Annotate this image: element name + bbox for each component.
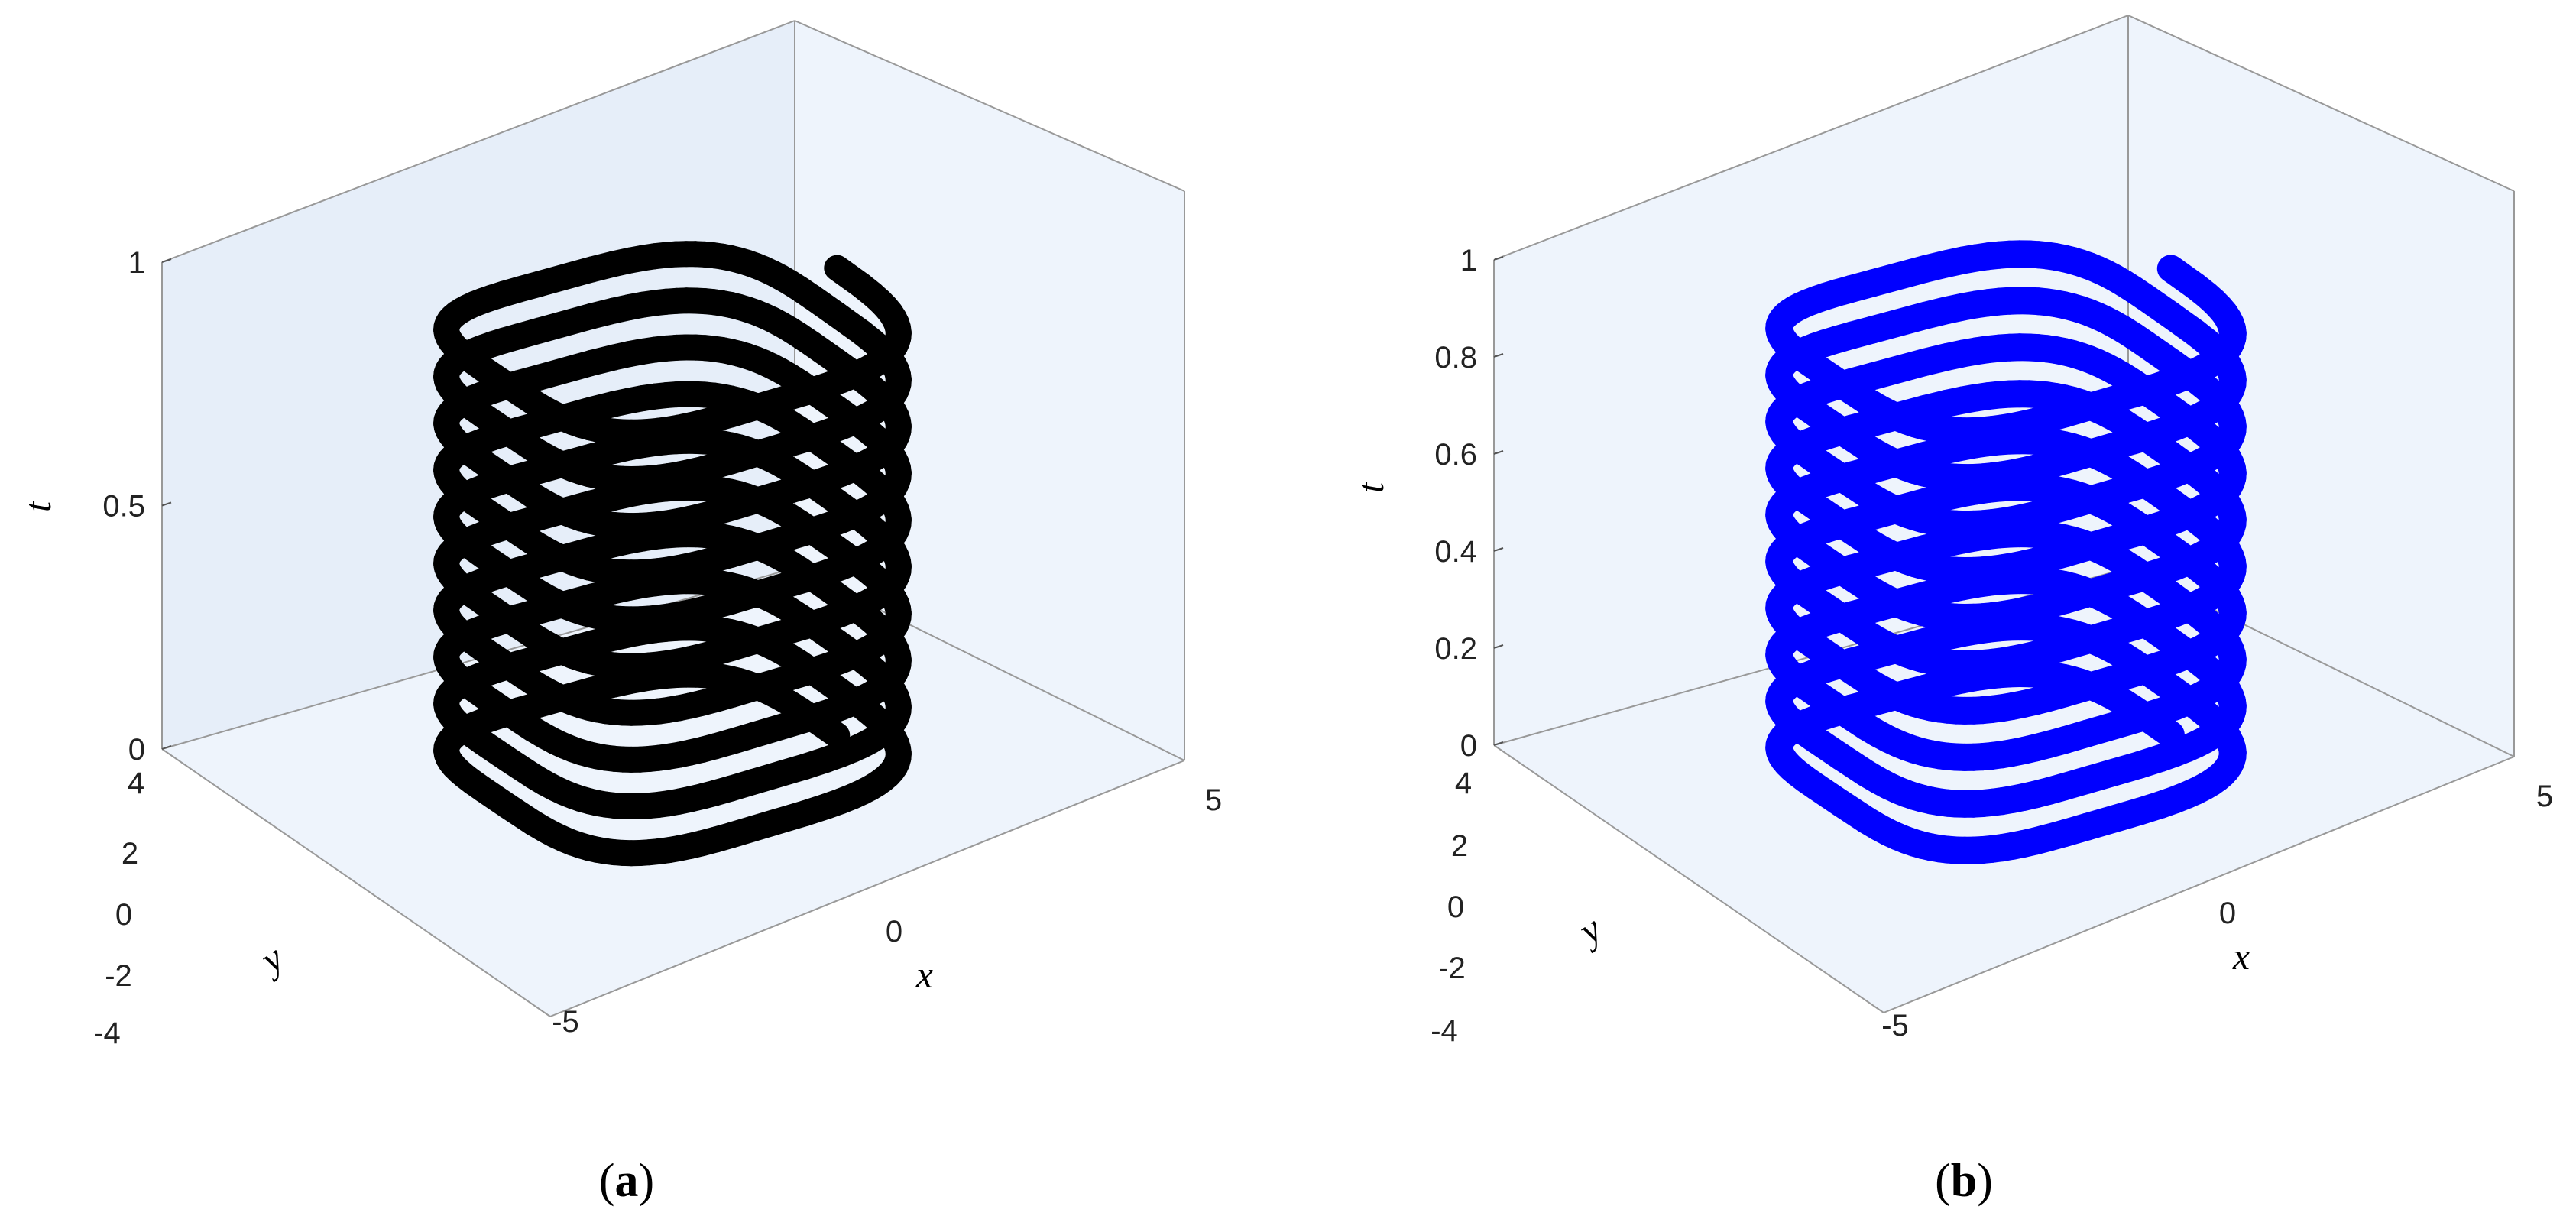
t-tick-mark: [1493, 450, 1504, 455]
y-tick-label: 4: [1455, 767, 1472, 800]
axis-title-t: t: [1349, 482, 1392, 493]
t-tick-label: 0: [128, 733, 145, 767]
caption-close: ): [639, 1155, 655, 1207]
y-tick-label: -2: [1438, 952, 1466, 985]
axis-title-x: x: [2232, 935, 2250, 978]
t-tick-mark: [1493, 353, 1504, 358]
x-tick-label: 0: [886, 915, 902, 949]
tick-labels: 0 0.2 0.4 0.6 0.8 1 -5 0 5 -4 -2 0 2 4: [1431, 244, 2553, 1048]
y-tick-label: 4: [128, 767, 144, 800]
panel-a: 0 0.5 1 -5 0 5 -4 -2 0 2 4 t y x: [16, 20, 1222, 1050]
t-tick-label: 0.5: [102, 490, 145, 524]
data-marks: [433, 241, 912, 867]
t-tick-mark: [161, 501, 172, 507]
y-tick-label: -4: [93, 1017, 121, 1050]
data-point: [2156, 255, 2209, 300]
y-tick-label: 2: [122, 837, 138, 871]
t-tick-label: 0: [1460, 729, 1477, 763]
caption-letter: b: [1951, 1155, 1977, 1207]
caption-open: (: [1935, 1155, 1951, 1207]
t-tick-label: 0.8: [1434, 341, 1477, 375]
y-tick-label: -4: [1431, 1014, 1458, 1048]
x-tick-label: -5: [1881, 1009, 1909, 1043]
t-tick-label: 0.4: [1434, 535, 1477, 569]
t-tick-mark: [1493, 547, 1504, 552]
y-tick-label: 2: [1451, 829, 1468, 863]
data-point: [824, 255, 875, 299]
axis-title-y: y: [1567, 906, 1609, 954]
y-tick-label: 0: [1447, 890, 1464, 924]
t-tick-label: 1: [1460, 244, 1477, 277]
x-tick-label: 0: [2219, 897, 2236, 930]
t-tick-mark: [1493, 644, 1504, 649]
t-tick-mark: [1493, 256, 1504, 261]
box-edges: [161, 20, 1185, 1017]
t-tick-mark: [1493, 741, 1504, 746]
axis-title-x: x: [915, 953, 933, 996]
x-tick-label: -5: [552, 1005, 579, 1039]
t-tick-mark: [161, 745, 172, 750]
tick-labels: 0 0.5 1 -5 0 5 -4 -2 0 2 4: [93, 246, 1222, 1050]
axis-title-y: y: [249, 936, 291, 983]
caption-close: ): [1977, 1155, 1993, 1207]
panel-b: 0 0.2 0.4 0.6 0.8 1 -5 0 5 -4 -2 0 2 4 t y x: [1349, 15, 2553, 1048]
caption-letter: a: [615, 1155, 639, 1207]
t-tick-label: 0.2: [1434, 632, 1477, 666]
x-tick-label: 5: [2536, 780, 2553, 813]
t-tick-label: 0.6: [1434, 438, 1477, 472]
y-tick-label: -2: [105, 959, 132, 993]
axis-title-t: t: [16, 501, 59, 512]
t-tick-label: 1: [128, 246, 145, 280]
x-tick-label: 5: [1205, 783, 1222, 817]
data-marks: [1765, 240, 2247, 864]
caption-b: (b): [1935, 1155, 1993, 1207]
t-tick-mark: [161, 258, 172, 263]
caption-a: (a): [599, 1155, 654, 1207]
y-tick-label: 0: [115, 898, 132, 932]
caption-open: (: [599, 1155, 615, 1207]
